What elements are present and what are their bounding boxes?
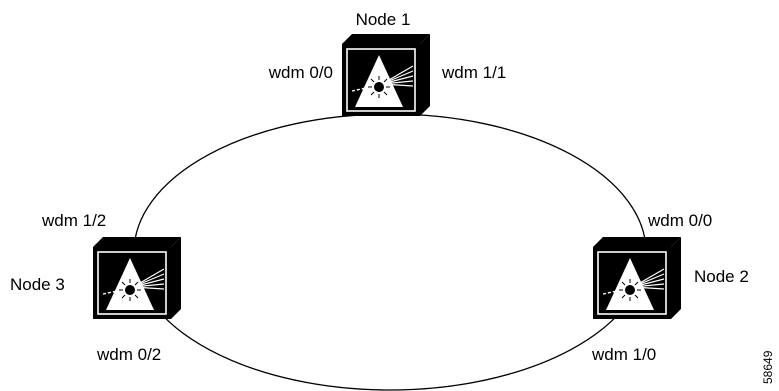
node-2-label: Node 2 — [694, 267, 749, 286]
optical-node-icon — [592, 236, 682, 320]
node-3-port-label: wdm 1/2 — [41, 211, 106, 230]
node-1-port-label: wdm 1/1 — [441, 63, 506, 82]
node-1: Node 1 wdm 0/0 wdm 1/1 — [268, 10, 506, 117]
optical-node-icon — [92, 236, 182, 320]
node-3: Node 3 wdm 1/2 wdm 0/2 — [10, 211, 182, 364]
node-2-port-label: wdm 1/0 — [591, 345, 656, 364]
node-2: Node 2 wdm 0/0 wdm 1/0 — [591, 211, 749, 364]
node-1-port-label: wdm 0/0 — [268, 63, 333, 82]
node-1-label: Node 1 — [356, 10, 411, 29]
node-3-label: Node 3 — [10, 275, 65, 294]
node-3-port-label: wdm 0/2 — [96, 345, 161, 364]
fiber-ring — [133, 113, 647, 391]
node-2-port-label: wdm 0/0 — [647, 211, 712, 230]
figure-number: 58649 — [761, 350, 775, 384]
optical-node-icon — [341, 33, 431, 117]
